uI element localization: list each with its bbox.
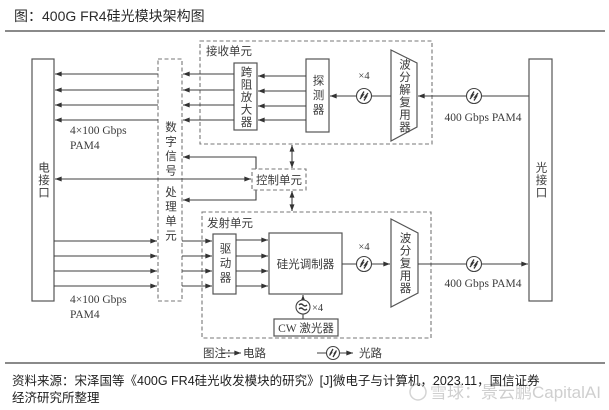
cw-laser-box (273, 318, 339, 337)
rx-optical-lines: 400 Gbps PAM4 (329, 87, 529, 124)
tx-optical-lines: 400 Gbps PAM4 (342, 255, 528, 290)
detector-label: 探测器 (312, 73, 325, 117)
modulator-label: 硅光调制器 (277, 257, 335, 271)
control-to-dsp-line-lower (183, 190, 257, 203)
dsp-label-line1: 数字信号 (164, 120, 177, 179)
optical-interface-label: 光接口 (535, 160, 548, 198)
control-unit-box (251, 168, 307, 191)
driver-box (212, 233, 237, 295)
control-to-dsp-line-upper (183, 154, 257, 169)
source-line-1: 资料来源：宋泽国等《400G FR4硅光收发模块的研究》[J]微电子与计算机，2… (12, 373, 540, 388)
mux-label: 波分复用器 (399, 232, 412, 295)
control-unit-label: 控制单元 (256, 173, 302, 187)
optical-path-icon (465, 255, 483, 273)
mux-shape (390, 218, 419, 308)
legend-optical-label: 光路 (359, 346, 382, 360)
transmitter-multiplier: ×4 (358, 242, 370, 253)
dsp-label-line2: 处理单元 (164, 186, 177, 244)
dsp-box (157, 58, 183, 302)
rx-electrical-rate-label: 4×100 Gbps (70, 125, 127, 137)
rx-electrical-lines (55, 71, 306, 123)
electrical-interface-label: 电接口 (37, 161, 50, 199)
tx-electrical-modulation-label: PAM4 (70, 309, 100, 321)
tia-label: 跨阻放大器 (240, 65, 253, 128)
optical-path-icon (465, 87, 483, 105)
legend: 图注： 电路 光路 (203, 345, 382, 361)
receiver-title: 接收单元 (206, 44, 252, 58)
demux-label: 波分解复用器 (398, 59, 411, 134)
optical-path-icon (355, 87, 373, 105)
demux-shape (390, 49, 418, 143)
receiver-unit: 接收单元 跨阻放大器 探测器 波分解复用器 ×4 (199, 40, 433, 145)
electrical-interface: 电接口 (31, 58, 55, 302)
transmitter-unit: 发射单元 驱动器 硅光调制器 波分复用器 ×4 CW 激光器 ×4 (201, 211, 432, 339)
optical-interface: 光接口 (528, 58, 553, 302)
detector-box (305, 58, 330, 133)
control-unit: 控制单元 (55, 145, 307, 211)
optical-interface-box (528, 58, 553, 302)
electrical-interface-box (31, 58, 55, 302)
tia-box (233, 62, 258, 131)
watermark: 雪球：景云鹏CapitalAI (409, 383, 601, 402)
watermark-text: 雪球：景云鹏CapitalAI (430, 383, 601, 402)
tx-electrical-lines (54, 237, 269, 289)
source-line-2: 经济研究所整理 (12, 390, 100, 405)
tx-optical-output-label: 400 Gbps PAM4 (445, 278, 522, 290)
modulator-box (268, 232, 343, 295)
legend-optical-icon (325, 345, 341, 361)
figure-title: 图：400G FR4硅光模块架构图 (14, 8, 205, 24)
laser-multiplier: ×4 (312, 303, 324, 314)
receiver-multiplier: ×4 (358, 71, 370, 82)
rx-optical-input-label: 400 Gbps PAM4 (445, 112, 522, 124)
optical-path-icon (355, 255, 373, 273)
laser-light-icon (295, 299, 311, 315)
driver-label: 驱动器 (219, 242, 232, 286)
transmitter-title: 发射单元 (207, 216, 253, 230)
cw-laser-label: CW 激光器 (278, 321, 334, 335)
transmitter-box (201, 211, 432, 339)
receiver-box (199, 40, 433, 145)
rx-electrical-modulation-label: PAM4 (70, 140, 100, 152)
watermark-logo-icon (409, 383, 427, 401)
legend-prefix: 图注： (203, 346, 238, 360)
tx-electrical-rate-label: 4×100 Gbps (70, 294, 127, 306)
legend-electrical-label: 电路 (243, 346, 266, 360)
dsp-unit: 数字信号 处理单元 (157, 58, 183, 302)
